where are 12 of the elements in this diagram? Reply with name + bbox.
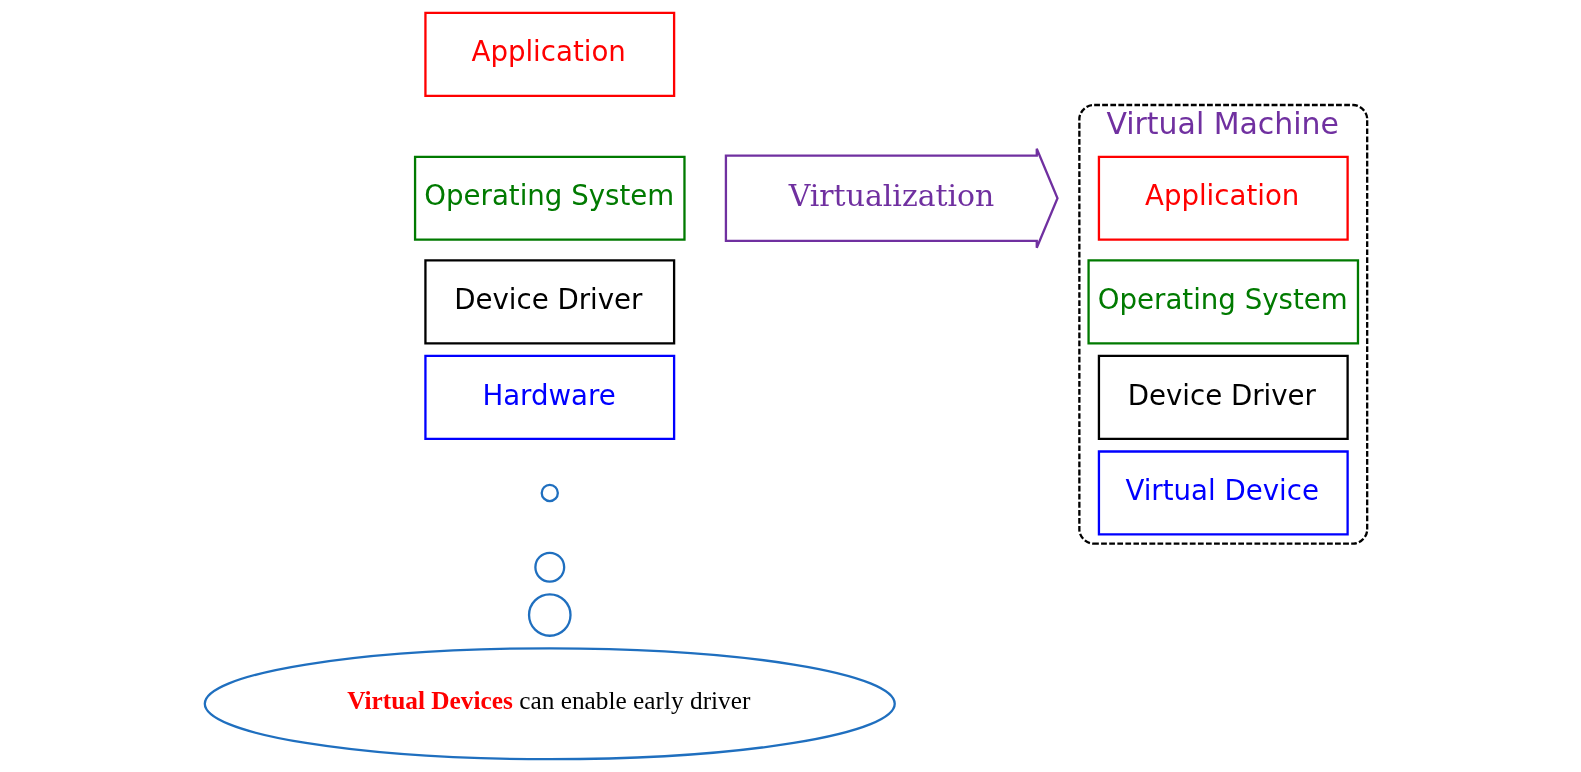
node-box: Operating System	[413, 155, 686, 241]
node-circle	[534, 551, 566, 583]
node-box: Device Driver	[424, 259, 676, 345]
node-circle	[540, 483, 559, 503]
node-box: Operating System	[1087, 259, 1360, 345]
node-box: Device Driver	[1097, 354, 1349, 440]
node-box: Hardware	[424, 354, 676, 440]
node-box: Application	[1097, 155, 1349, 241]
node-ellipse: Virtual Devices can enable early driver	[203, 647, 896, 761]
node-box: Virtual Device	[1097, 450, 1349, 536]
node-circle	[527, 593, 572, 637]
node-box: Application	[424, 11, 676, 97]
